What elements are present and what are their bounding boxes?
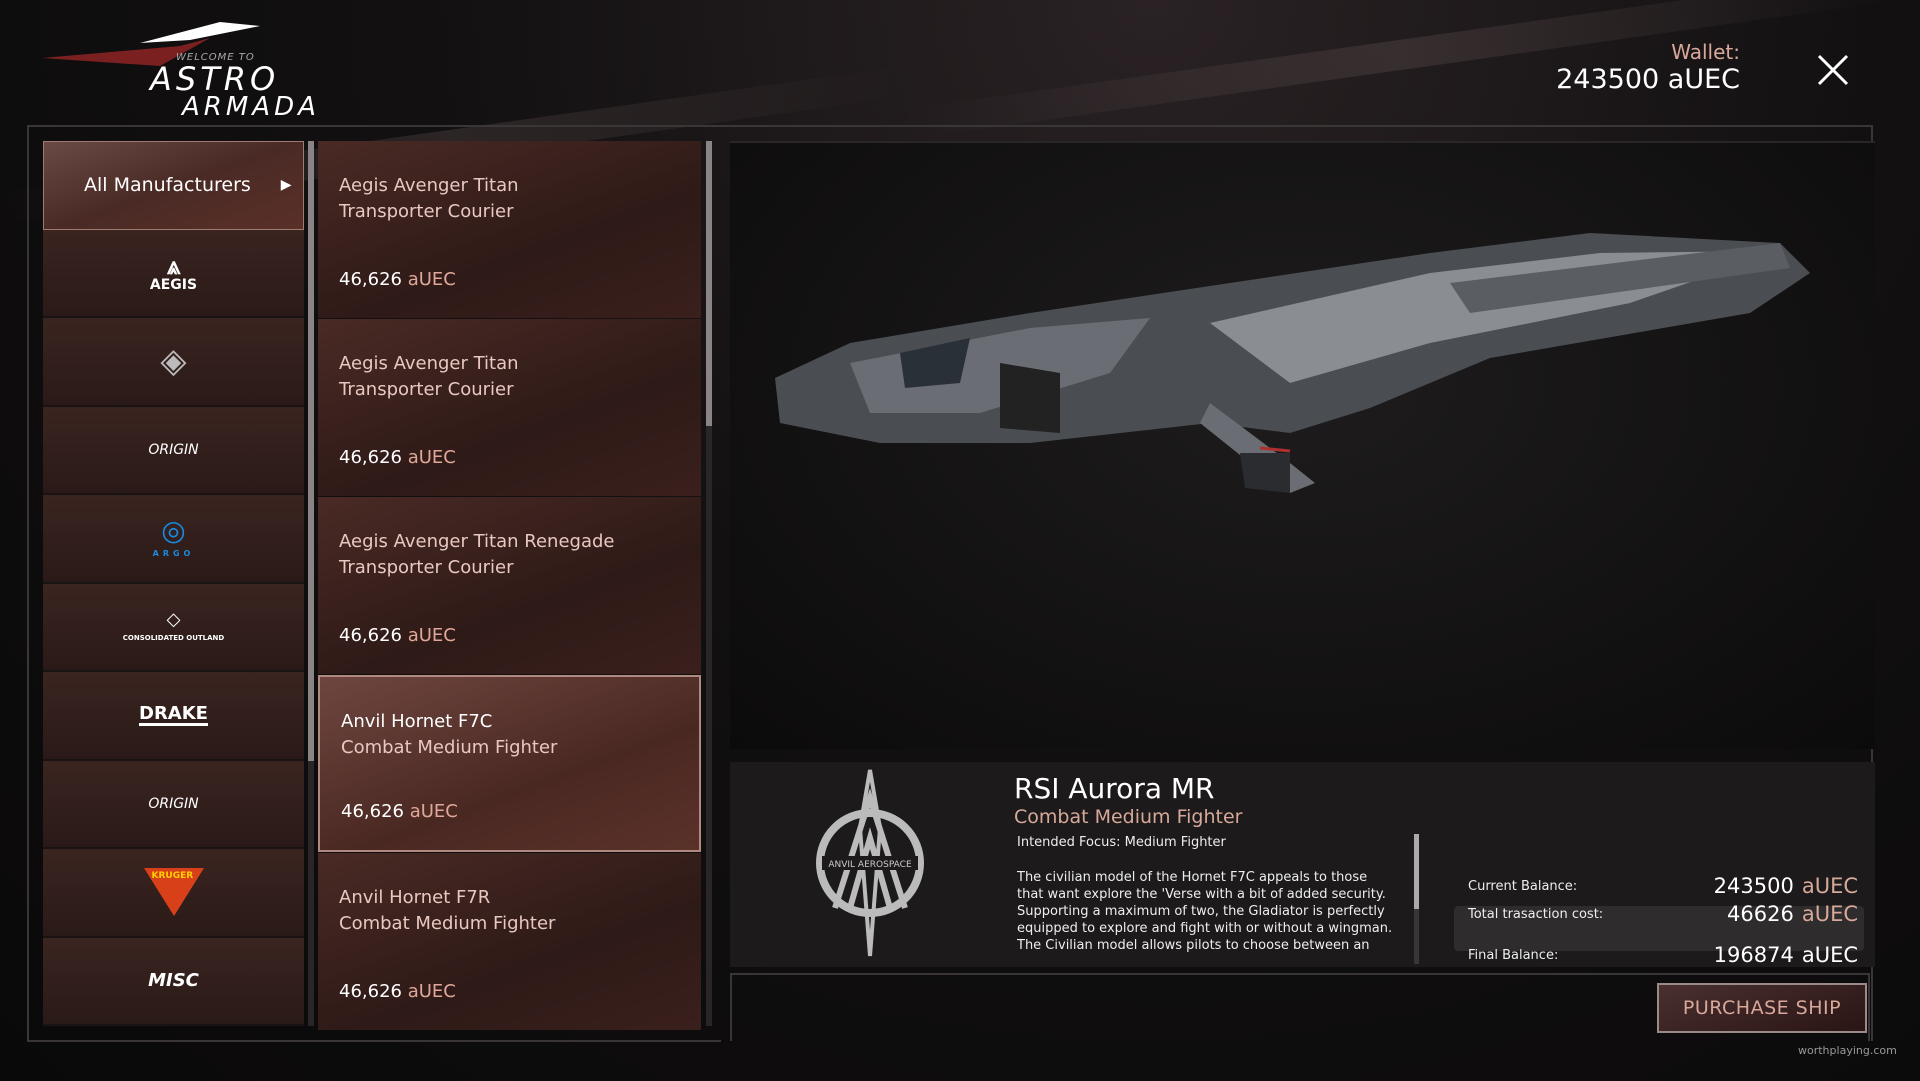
anvil-logo-icon: ◈ xyxy=(160,341,187,382)
manufacturer-origin[interactable]: ORIGIN xyxy=(43,406,304,495)
action-bar xyxy=(730,973,1870,1041)
description-scrollbar[interactable] xyxy=(1414,834,1419,964)
final-balance-label: Final Balance: xyxy=(1468,947,1559,963)
manufacturer-origin-2[interactable]: ORIGIN xyxy=(43,760,304,849)
manufacturer-logo-outland: CONSOLIDATED OUTLAND xyxy=(122,633,225,642)
manufacturer-drake[interactable]: DRAKE xyxy=(43,672,304,761)
ship-details-panel: ANVIL AEROSPACE RSI Aurora MR Combat Med… xyxy=(730,762,1875,967)
watermark: worthplaying.com xyxy=(1798,1044,1897,1057)
ship-card-selected[interactable]: Anvil Hornet F7C Combat Medium Fighter 46,… xyxy=(318,675,701,852)
manufacturer-logo-kruger: KRUGER xyxy=(151,871,194,882)
emblem-text: ANVIL AEROSPACE xyxy=(828,860,912,870)
manufacturer-argo[interactable]: ◎ARGO xyxy=(43,495,304,584)
ship-price: 46,626 aUEC xyxy=(339,447,456,468)
manufacturer-logo-misc: MISC xyxy=(148,969,199,991)
manufacturer-logo-aegis: AEGIS xyxy=(149,276,198,293)
current-balance-label: Current Balance: xyxy=(1468,878,1578,894)
manufacturer-kruger[interactable]: KRUGER xyxy=(43,849,304,938)
close-button[interactable] xyxy=(1815,52,1851,88)
ship-price: 46,626 aUEC xyxy=(341,801,458,822)
ship-price: 46,626 aUEC xyxy=(339,981,456,1002)
ship-role: Transporter Courier xyxy=(339,201,514,222)
ship-name: Anvil Hornet F7R xyxy=(339,887,491,908)
anvil-aerospace-emblem: ANVIL AEROSPACE xyxy=(816,769,924,957)
manufacturer-logo-argo: ARGO xyxy=(152,549,195,559)
ship-role: Combat Medium Fighter xyxy=(341,737,558,758)
ship-role: Transporter Courier xyxy=(339,557,514,578)
ship-role: Transporter Courier xyxy=(339,379,514,400)
cost-label: Total trasaction cost: xyxy=(1468,906,1604,922)
ship-price: 46,626 aUEC xyxy=(339,269,456,290)
frame-divider xyxy=(27,1040,721,1042)
manufacturer-anvil[interactable]: ◈ xyxy=(43,318,304,407)
ship-subtitle: Combat Medium Fighter xyxy=(1014,806,1243,828)
manufacturer-logo-drake: DRAKE xyxy=(139,702,208,726)
ship-role: Combat Medium Fighter xyxy=(339,913,556,934)
arrow-right-icon: ▶ xyxy=(280,177,292,194)
logo-astro: ASTRO xyxy=(150,60,280,98)
ship-title: RSI Aurora MR xyxy=(1014,772,1215,805)
ship-list-scrollbar[interactable] xyxy=(706,141,712,1026)
ship-name: Anvil Hornet F7C xyxy=(341,711,493,732)
logo-welcome: WELCOME TO xyxy=(176,52,255,63)
ship-preview[interactable] xyxy=(730,141,1875,749)
purchase-ship-button[interactable]: PURCHASE SHIP xyxy=(1657,983,1867,1033)
astro-armada-logo: WELCOME TO ASTRO ARMADA xyxy=(40,18,316,120)
manufacturer-logo-origin: ORIGIN xyxy=(148,795,199,812)
ship-name: Aegis Avenger Titan Renegade xyxy=(339,531,615,552)
close-icon xyxy=(1817,54,1849,86)
final-balance-box xyxy=(1454,906,1864,951)
ship-model-image xyxy=(775,233,1810,493)
manufacturer-scrollbar[interactable] xyxy=(308,141,314,1026)
ship-name: Aegis Avenger Titan xyxy=(339,353,519,374)
manufacturer-all-label: All Manufacturers xyxy=(84,173,251,196)
manufacturer-all[interactable]: All Manufacturers ▶ xyxy=(43,141,304,230)
manufacturer-misc[interactable]: MISC xyxy=(43,937,304,1026)
ship-description: The civilian model of the Hornet F7C app… xyxy=(1017,870,1393,953)
wallet-label: Wallet: xyxy=(1671,40,1740,64)
ship-name: Aegis Avenger Titan xyxy=(339,175,519,196)
manufacturer-list: All Manufacturers ▶ ⩓AEGIS ◈ ORIGIN ◎ARGO… xyxy=(43,141,304,1026)
manufacturer-aegis[interactable]: ⩓AEGIS xyxy=(43,229,304,318)
ship-card[interactable]: Anvil Hornet F7R Combat Medium Fighter 46,… xyxy=(318,853,701,1030)
logo-armada: ARMADA xyxy=(182,92,320,122)
ship-price: 46,626 aUEC xyxy=(339,625,456,646)
manufacturer-logo-origin: ORIGIN xyxy=(148,441,199,458)
wallet-value: 243500 aUEC xyxy=(1556,64,1740,95)
manufacturer-consolidated-outland[interactable]: ◇CONSOLIDATED OUTLAND xyxy=(43,583,304,672)
intended-focus: Intended Focus: Medium Fighter xyxy=(1017,835,1226,850)
